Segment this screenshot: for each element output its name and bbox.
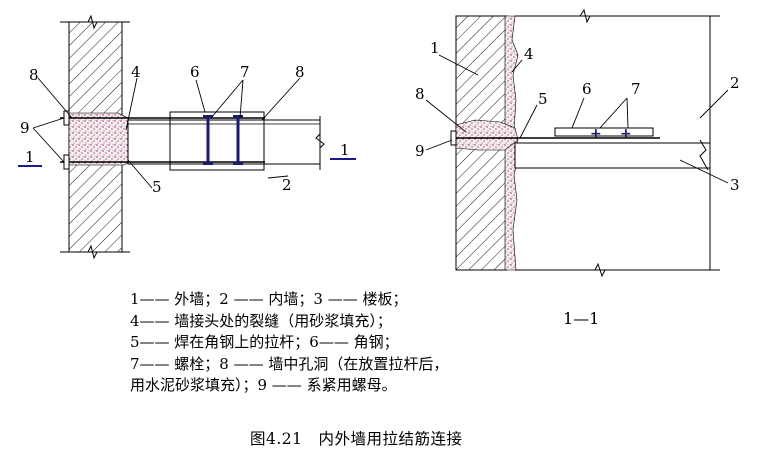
label-8-right: 8 [415, 85, 425, 103]
legend-line-4: 7—— 螺栓；8 —— 墙中孔洞（在放置拉杆后， [130, 354, 449, 373]
nut-right [450, 130, 457, 146]
mortar-fill-left [68, 112, 133, 166]
label-6-right: 6 [582, 80, 592, 98]
label-4-right: 4 [524, 45, 534, 63]
angle-steel-left [169, 111, 265, 171]
svg-text:+: + [620, 126, 632, 142]
label-2-right: 2 [730, 74, 740, 92]
legend-line-3: 5—— 焊在角钢上的拉杆；6—— 角钢； [130, 333, 399, 351]
right-section-view: + + 1 4 8 5 6 7 2 9 3 [415, 8, 740, 278]
label-9-right: 9 [415, 142, 425, 160]
legend: 1—— 外墙；2 —— 内墙；3 —— 楼板； 4—— 墙接头处的裂缝（用砂浆填… [130, 289, 550, 397]
cut-marker-left: 1 [25, 148, 35, 166]
label-8-left: 8 [29, 66, 39, 84]
label-5-right: 5 [538, 90, 548, 108]
svg-text:+: + [590, 126, 602, 142]
label-2-left: 2 [282, 176, 292, 194]
label-7-left: 7 [240, 63, 250, 81]
label-8b-left: 8 [295, 63, 305, 81]
label-1-right: 1 [430, 39, 440, 57]
cut-marker-right: 1 [340, 141, 350, 159]
label-4-left: 4 [131, 63, 141, 81]
legend-line-1: 1—— 外墙；2 —— 内墙；3 —— 楼板； [130, 290, 408, 308]
section-label: 1—1 [563, 309, 600, 328]
label-7-right: 7 [631, 80, 641, 98]
angle-steel-right [554, 127, 654, 137]
legend-line-2: 4—— 墙接头处的裂缝（用砂浆填充）； [130, 311, 392, 330]
legend-line-5: 用水泥砂浆填充）；9 —— 系紧用螺母。 [130, 376, 397, 394]
inner-wall-left [127, 119, 321, 165]
floor-slab [514, 142, 711, 169]
figure-caption: 图4.21 内外墙用拉结筋连接 [250, 430, 463, 448]
label-6-left: 6 [190, 63, 200, 81]
mortar-fill-right [455, 119, 519, 151]
nut-lower-left [63, 154, 70, 170]
label-5-left: 5 [152, 178, 162, 196]
left-plan-view: 8 9 1 4 6 7 8 1 5 2 [18, 14, 356, 260]
label-9-left: 9 [20, 119, 30, 137]
label-3-right: 3 [730, 176, 740, 194]
